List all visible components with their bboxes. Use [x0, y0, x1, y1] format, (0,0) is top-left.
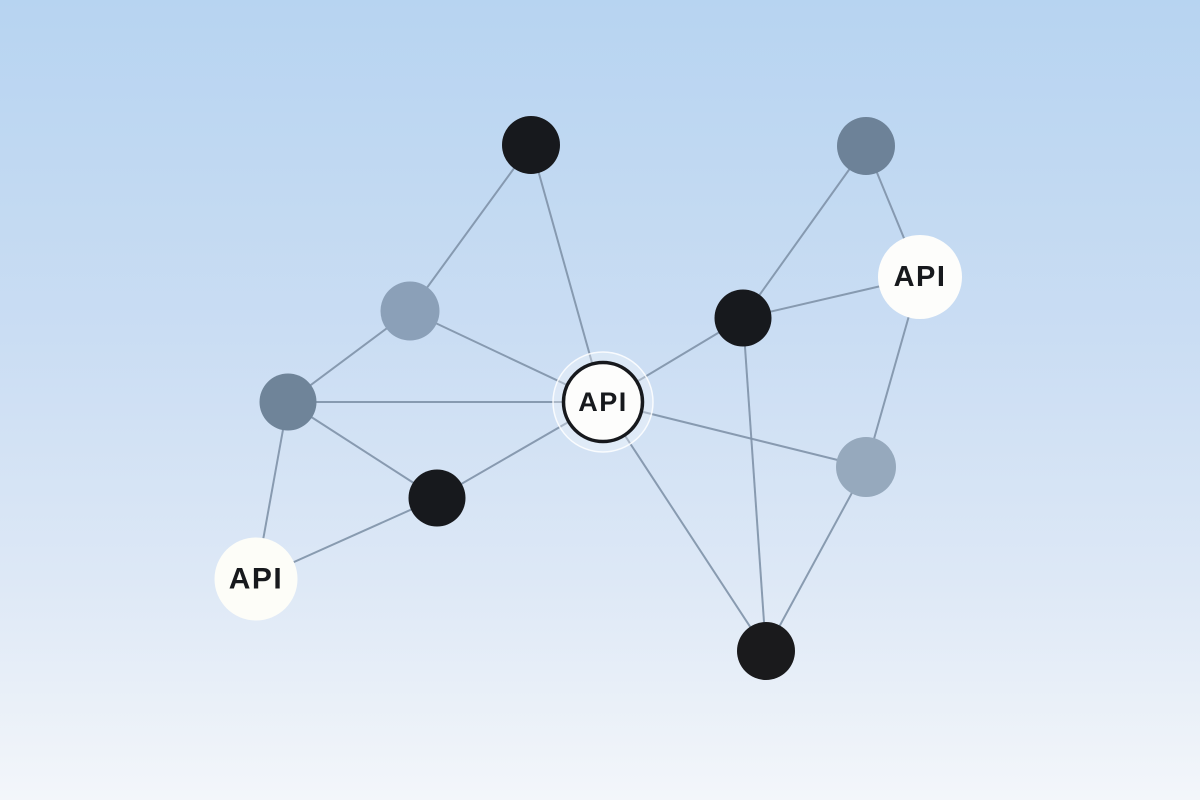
node-black-right-circle [714, 289, 772, 347]
node-black-right [714, 289, 772, 347]
node-black-top-circle [502, 116, 560, 174]
node-gray-right [836, 437, 896, 497]
edge-gray-top-right--black-right [742, 145, 867, 319]
node-api-center-circle [561, 360, 645, 444]
node-black-left-circle [408, 469, 466, 527]
node-white-api-right: API [878, 235, 962, 319]
edge-gray-right--black-bottom [765, 466, 867, 652]
node-white-api-right-label: API [894, 261, 947, 293]
node-black-bottom [737, 622, 795, 680]
node-api-center: API [552, 351, 654, 453]
node-gray-right-circle [836, 437, 896, 497]
node-gray-left [259, 373, 317, 431]
node-black-bottom-circle [737, 622, 795, 680]
node-white-api-left-circle [214, 537, 298, 621]
node-gray-top-right-circle [837, 117, 895, 175]
node-gray-left-circle [259, 373, 317, 431]
node-gray-upper-left [380, 281, 440, 341]
node-white-api-right-circle [878, 235, 962, 319]
node-gray-top-right [837, 117, 895, 175]
node-api-center-label: API [578, 387, 628, 417]
edge-gray-right--api-center [602, 401, 867, 468]
node-black-top [502, 116, 560, 174]
node-gray-upper-left-circle [380, 281, 440, 341]
edge-black-top--api-center [530, 144, 604, 403]
node-white-api-left-label: API [229, 563, 284, 596]
edge-black-top--gray-upper-left [409, 144, 532, 312]
node-white-api-left: API [214, 537, 298, 621]
edge-black-right--black-bottom [742, 317, 767, 652]
nodes-layer: API API API [214, 116, 962, 680]
node-black-left [408, 469, 466, 527]
edge-gray-left--black-left [287, 401, 438, 499]
